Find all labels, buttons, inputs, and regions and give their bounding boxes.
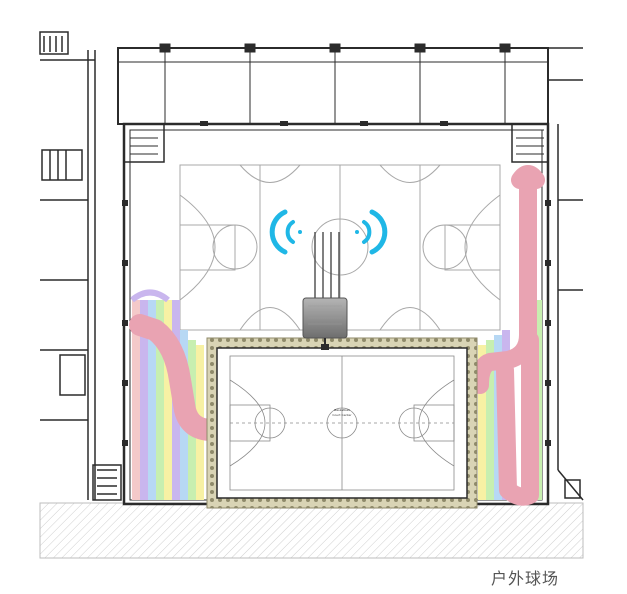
outdoor-court: Basketball Court Center [206, 337, 478, 509]
caption: 户外球场 [490, 569, 559, 588]
wifi-signal-left-icon [269, 209, 302, 255]
pink-track [129, 165, 545, 506]
right-building-rooms [548, 47, 584, 501]
pink-track-left [129, 314, 223, 441]
wifi-signal-right-icon [355, 209, 388, 255]
wifi-router-icon [302, 232, 348, 350]
court-label-line1: Basketball [334, 408, 350, 412]
top-building-block [117, 43, 549, 125]
left-building-rooms [39, 31, 122, 501]
ground-hatch [39, 502, 584, 559]
pink-track-right [471, 171, 539, 506]
wall-columns [122, 121, 551, 446]
court-label-line2: Court Center [332, 413, 352, 417]
